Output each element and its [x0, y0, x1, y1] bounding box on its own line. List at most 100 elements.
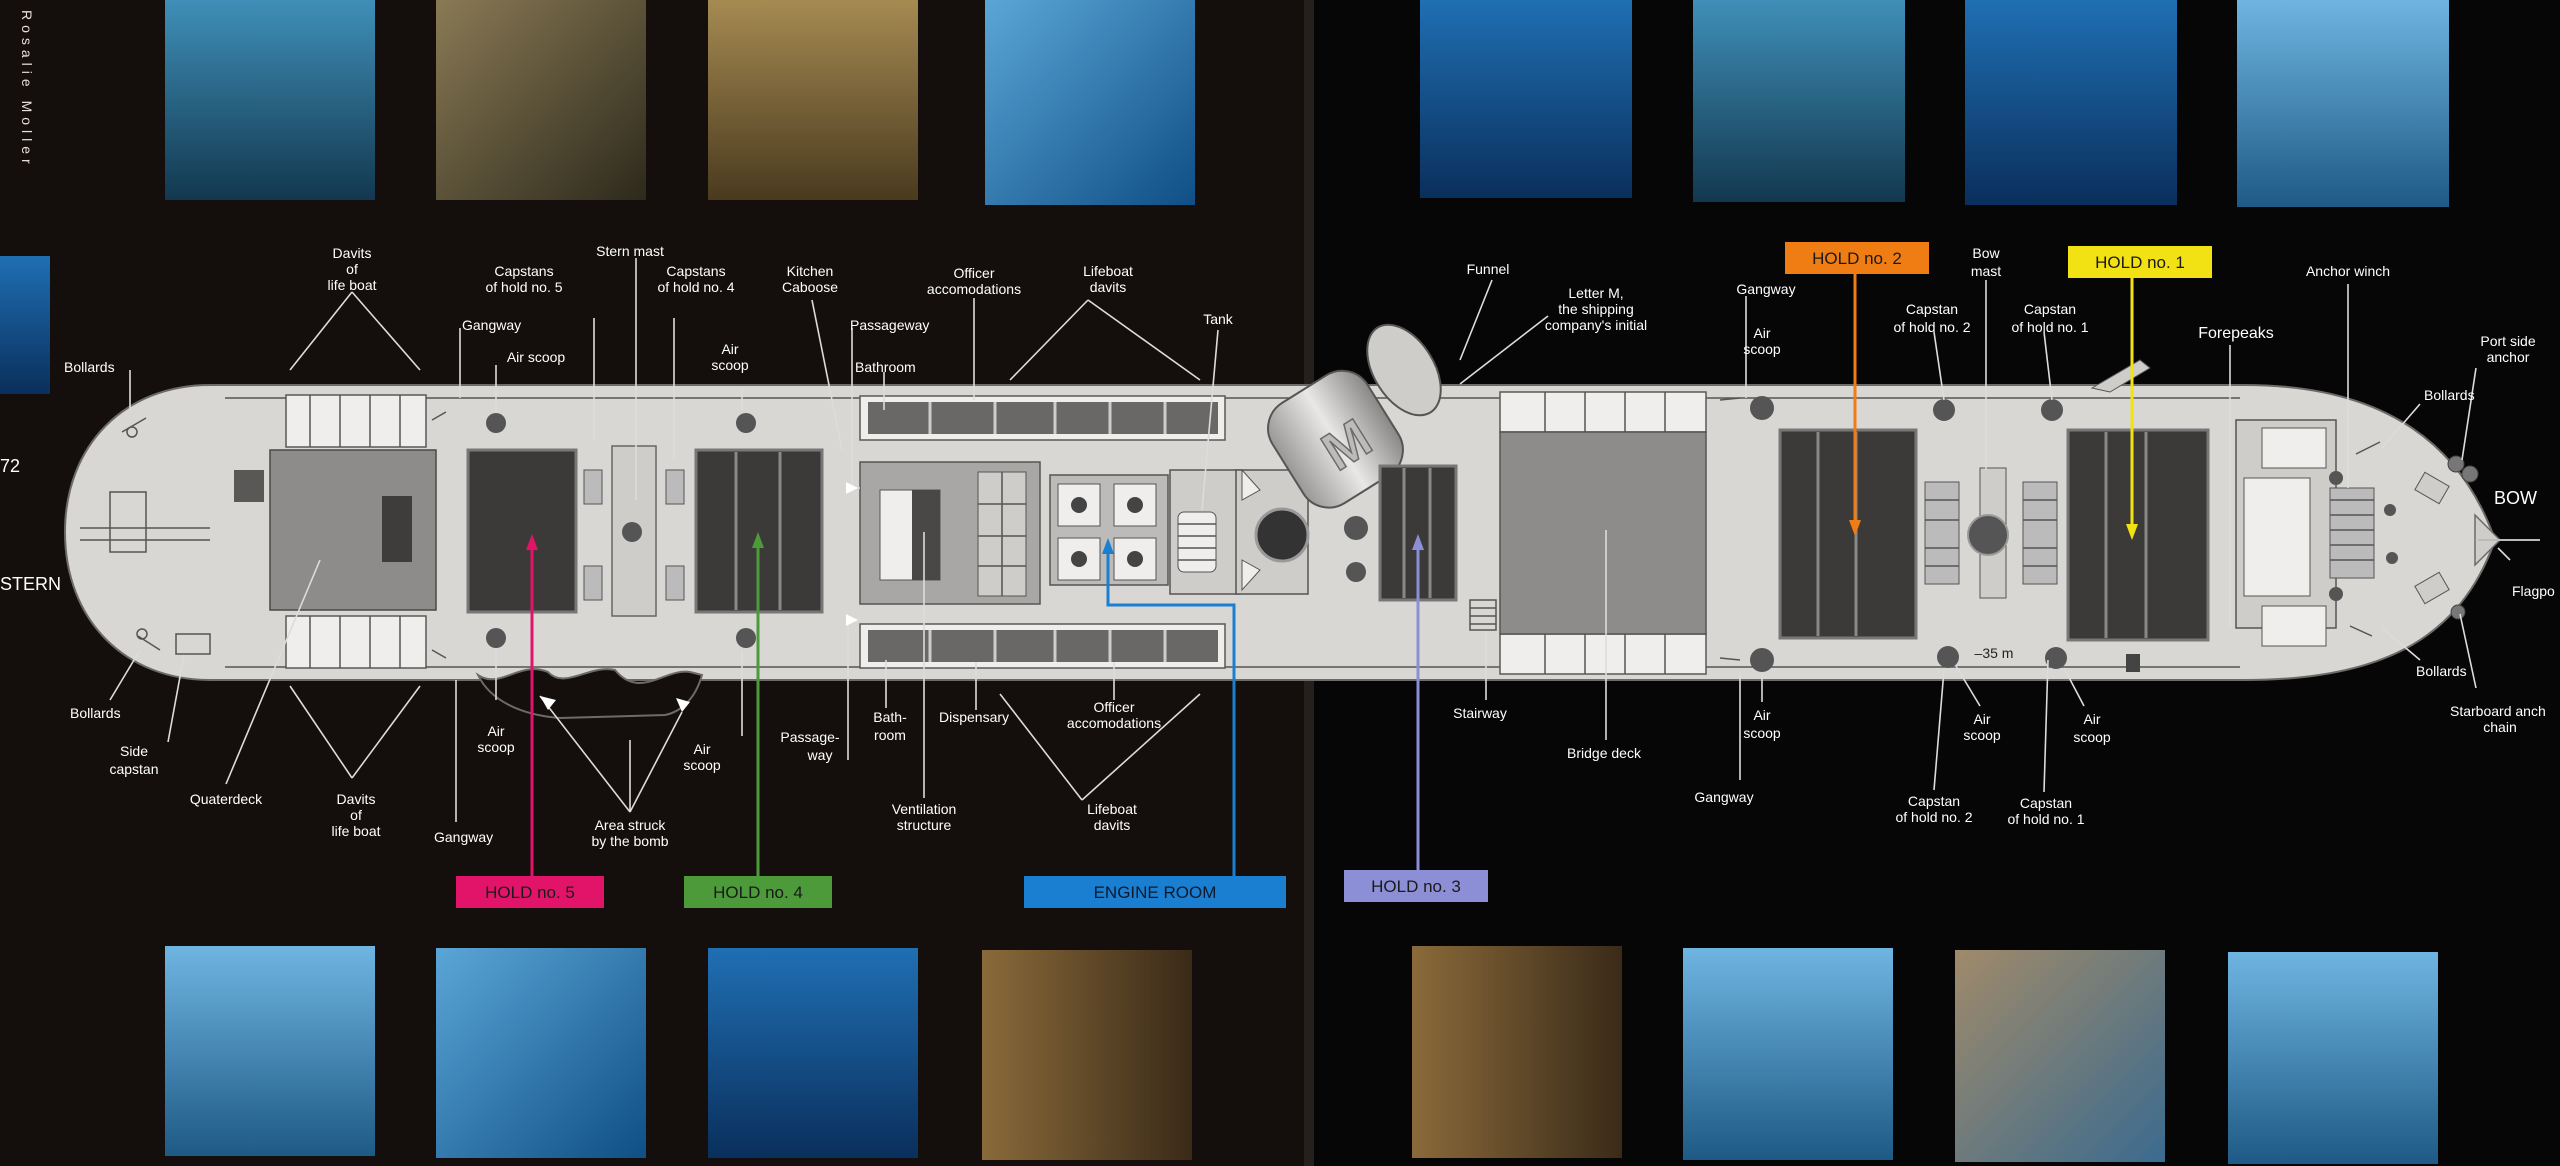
label-bathroom: room [874, 727, 906, 743]
bridge-rooms-bottom [1499, 633, 1707, 675]
label-air-scoop: Air [721, 341, 738, 357]
photo-top-5 [1420, 0, 1632, 198]
photo-bottom-5 [1412, 946, 1622, 1158]
label-starboard-chain: Starboard anch [2450, 703, 2546, 719]
hold3-box [1344, 870, 1488, 902]
label-bollards: Bollards [70, 705, 121, 721]
label-lifeboat-davits: davits [1094, 817, 1131, 833]
label-capstan-hold1: Capstan [2020, 795, 2072, 811]
label-side-capstan: capstan [109, 761, 158, 777]
label-starboard-chain: chain [2483, 719, 2516, 735]
stern-lifeboat-bottom [285, 615, 427, 669]
label-bow-mast: mast [1971, 263, 2001, 279]
label-ventilation: structure [897, 817, 952, 833]
label-officer: Officer [1094, 699, 1135, 715]
label-air-scoop: Air [487, 723, 504, 739]
label-bollards: Bollards [64, 359, 115, 375]
label-officer: accomodations [927, 281, 1021, 297]
label-area-struck: Area struck [595, 817, 667, 833]
label-air-scoop: Air [1753, 325, 1770, 341]
label-capstan-hold2: Capstan [1908, 793, 1960, 809]
label-air-scoop: scoop [1743, 725, 1781, 741]
label-ventilation: Ventilation [892, 801, 957, 817]
label-davits: Davits [337, 791, 376, 807]
funnel-group: M [1267, 323, 1442, 509]
label-officer: Officer [954, 265, 995, 281]
label-gangway: Gangway [434, 829, 493, 845]
quarterdeck-hatch [382, 496, 412, 562]
label-passageway: Passageway [850, 317, 929, 333]
label-davits: of [346, 261, 358, 277]
bow-mast-winches [1924, 467, 2058, 599]
photo-bottom-8 [2228, 952, 2438, 1164]
photo-bottom-4 [982, 950, 1192, 1160]
photo-top-4 [985, 0, 1195, 205]
label-funnel: Funnel [1467, 261, 1510, 277]
leader-lines [109, 258, 2511, 822]
label-capstans-hold5: of hold no. 5 [485, 279, 562, 295]
photo-bottom-7 [1955, 950, 2165, 1162]
photo-top-3 [708, 0, 918, 200]
hold2-label: HOLD no. 2 [1812, 249, 1902, 268]
hold4-label: HOLD no. 4 [713, 883, 803, 902]
label-bow-mast: Bow [1972, 245, 2000, 261]
label-letter-m: company's initial [1545, 317, 1647, 333]
label-area-struck: by the bomb [591, 833, 668, 849]
label-bollards: Bollards [2416, 663, 2467, 679]
hold5-label: HOLD no. 5 [485, 883, 575, 902]
engine-skylight [1254, 507, 1310, 563]
label-letter-m: Letter M, [1568, 285, 1623, 301]
photo-top-1 [165, 0, 375, 200]
bridge-rooms-top [1499, 391, 1707, 433]
label-capstans-hold4: Capstans [666, 263, 725, 279]
label-air-scoop: scoop [711, 357, 749, 373]
photo-bottom-2 [436, 948, 646, 1158]
label-capstan-hold1: of hold no. 1 [2007, 811, 2084, 827]
label-air-scoop: scoop [1743, 341, 1781, 357]
hold-1 [2066, 428, 2210, 642]
label-capstans-hold4: of hold no. 4 [657, 279, 734, 295]
hold3-label: HOLD no. 3 [1371, 877, 1461, 896]
label-bow: BOW [2494, 488, 2537, 508]
label-passageway: Passage- [780, 729, 839, 745]
label-flagpole: Flagpo [2512, 583, 2555, 599]
label-air-scoop: scoop [1963, 727, 2001, 743]
label-air-scoop: Air [2083, 711, 2100, 727]
photo-bottom-1 [165, 946, 375, 1156]
photo-top-2 [436, 0, 646, 200]
label-tank: Tank [1203, 311, 1234, 327]
label-bridge-deck: Bridge deck [1567, 745, 1642, 761]
label-air-scoop: Air scoop [507, 349, 566, 365]
label-capstan-hold1: of hold no. 1 [2011, 319, 2088, 335]
label-air-scoop: scoop [2073, 729, 2111, 745]
engine-label: ENGINE ROOM [1094, 883, 1217, 902]
hold1-label: HOLD no. 1 [2095, 253, 2185, 272]
stern-box [234, 470, 264, 502]
label-kitchen: Caboose [782, 279, 838, 295]
label-lifeboat-davits: Lifeboat [1083, 263, 1133, 279]
label-capstan-hold2: of hold no. 2 [1895, 809, 1972, 825]
label-gangway: Gangway [1694, 789, 1753, 805]
photo-top-6 [1693, 0, 1905, 202]
forward-mast [2090, 359, 2151, 393]
tank [1177, 511, 1217, 573]
label-stairway: Stairway [1453, 705, 1507, 721]
label-lifeboat-davits: Lifeboat [1087, 801, 1137, 817]
stern-capstan-box [109, 491, 147, 553]
side-capstan-mark [175, 633, 211, 655]
label-depth: –35 m [1975, 645, 2014, 661]
photo-top-8 [2237, 0, 2449, 207]
label-davits: of [350, 807, 362, 823]
label-stern-mast: Stern mast [596, 243, 664, 259]
label-port-anchor: anchor [2487, 349, 2530, 365]
plan-labels: Bollards Bollards Side capstan Quaterdec… [0, 243, 2555, 849]
label-bathroom: Bath- [873, 709, 907, 725]
label-gangway: Gangway [462, 317, 521, 333]
label-letter-m: the shipping [1558, 301, 1634, 317]
bridge-deck [1499, 431, 1707, 635]
engine-box [1024, 876, 1286, 908]
photo-bottom-3 [708, 948, 918, 1158]
label-kitchen: Kitchen [787, 263, 834, 279]
stern-lifeboat-top [285, 394, 427, 448]
label-forepeaks: Forepeaks [2198, 325, 2274, 342]
